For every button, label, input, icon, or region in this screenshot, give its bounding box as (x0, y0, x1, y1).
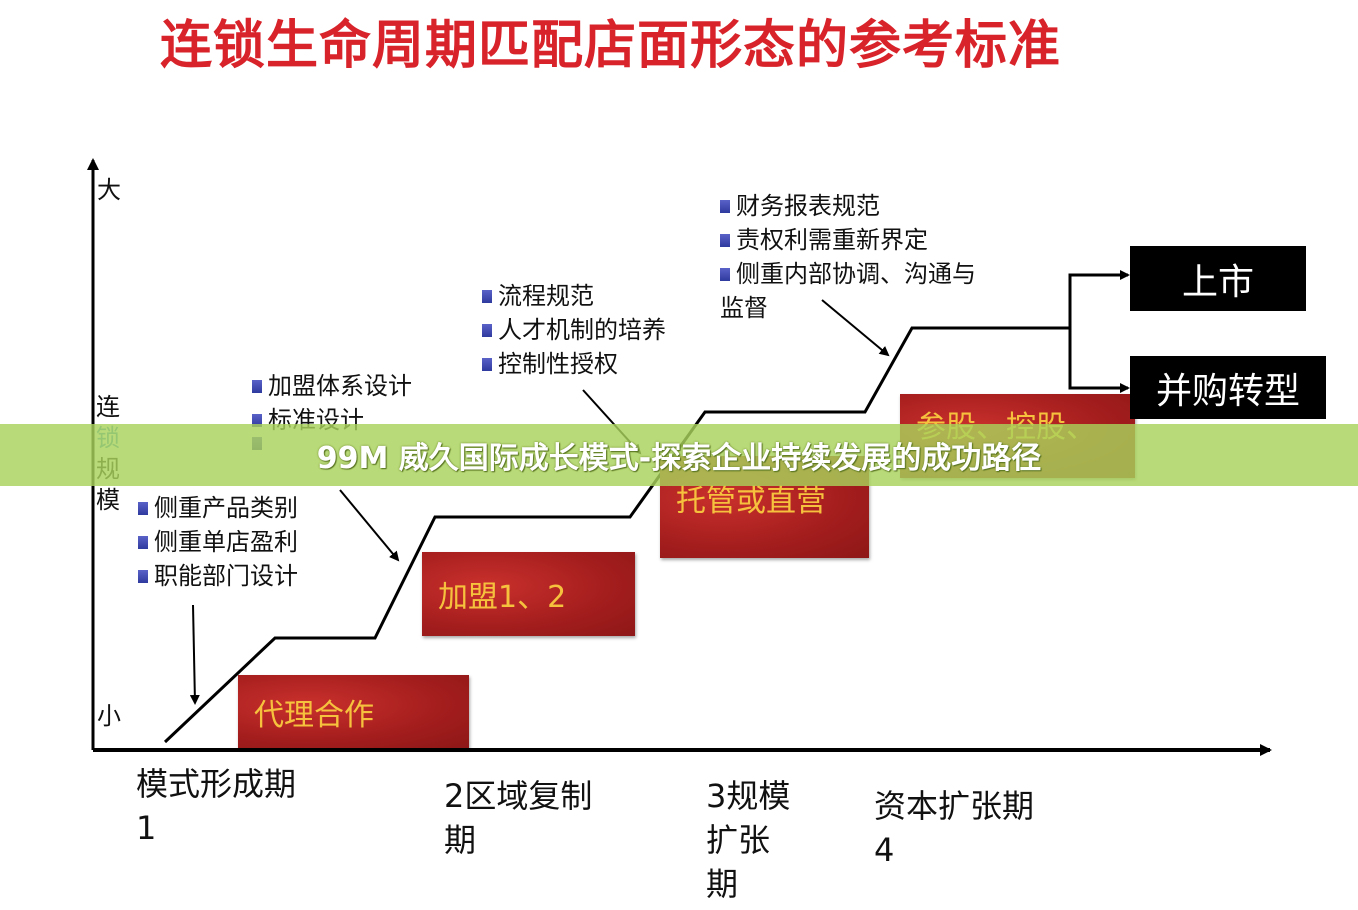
bullet-item: 财务报表规范 (720, 189, 976, 223)
bullet-group-3: 流程规范 人才机制的培养 控制性授权 (482, 279, 666, 381)
stage-box-agency: 代理合作 (238, 675, 469, 748)
bullet-item: 侧重产品类别 (138, 491, 298, 525)
bullet-text: 财务报表规范 (736, 192, 880, 220)
y-axis-label-large: 大 (97, 176, 121, 204)
bullet-text: 流程规范 (498, 282, 594, 310)
bullet-text: 加盟体系设计 (268, 372, 412, 400)
y-axis-char: 连 (96, 393, 120, 421)
x-label-stage-3: 3规模 扩张 期 (706, 777, 791, 903)
bullet-text: 责权利需重新界定 (736, 226, 928, 254)
bullet-icon (720, 267, 730, 281)
bullet-item: 责权利需重新界定 (720, 223, 976, 257)
bullet-item: 职能部门设计 (138, 559, 298, 593)
growth-curve (163, 326, 1070, 744)
annotation-arrow-4 (821, 299, 890, 357)
annotation-arrow-2 (339, 489, 400, 562)
bullet-item: 加盟体系设计 (252, 369, 412, 403)
stage-box-franchise: 加盟1、2 (422, 552, 635, 636)
x-label-stage-2: 2区域复制 期 (444, 777, 593, 859)
bullet-item: 人才机制的培养 (482, 313, 666, 347)
bullet-text: 侧重产品类别 (154, 494, 298, 522)
banner-text: 99M 威久国际成长模式-探索企业持续发展的成功路径 (316, 441, 1042, 476)
bullet-icon (720, 199, 730, 213)
page-title: 连锁生命周期匹配店面形态的参考标准 (160, 16, 1062, 76)
bullet-icon (252, 379, 262, 393)
bullet-icon (252, 413, 262, 427)
branch-ipo (1068, 270, 1130, 328)
bullet-item: 流程规范 (482, 279, 666, 313)
bullet-icon (482, 357, 492, 371)
bullet-text: 职能部门设计 (154, 562, 298, 590)
bullet-icon (720, 233, 730, 247)
bullet-item: 侧重单店盈利 (138, 525, 298, 559)
y-axis-char: 模 (96, 486, 120, 514)
overlay-banner: 99M 威久国际成长模式-探索企业持续发展的成功路径 (0, 424, 1358, 486)
bullet-text: 侧重内部协调、沟通与 (736, 260, 976, 288)
bullet-icon (482, 289, 492, 303)
bullet-text: 人才机制的培养 (498, 316, 666, 344)
annotation-arrow-1 (189, 604, 200, 705)
bullet-group-4: 财务报表规范 责权利需重新界定 侧重内部协调、沟通与 监督 (720, 189, 976, 325)
outcome-ipo-box: 上市 (1130, 246, 1306, 311)
outcome-merger-box: 并购转型 (1130, 356, 1326, 419)
bullet-icon (138, 569, 148, 583)
branch-merger (1068, 328, 1130, 393)
bullet-text: 控制性授权 (498, 350, 618, 378)
bullet-text-continuation: 监督 (720, 294, 768, 322)
bullet-item: 侧重内部协调、沟通与 (720, 257, 976, 291)
bullet-group-1: 侧重产品类别 侧重单店盈利 职能部门设计 (138, 491, 298, 593)
x-label-stage-4: 资本扩张期 4 (874, 787, 1035, 869)
bullet-text: 侧重单店盈利 (154, 528, 298, 556)
x-label-stage-1: 模式形成期 1 (136, 765, 297, 847)
bullet-icon (482, 323, 492, 337)
bullet-icon (138, 501, 148, 515)
bullet-item: 控制性授权 (482, 347, 666, 381)
bullet-icon (138, 535, 148, 549)
y-axis-label-small: 小 (97, 702, 121, 730)
